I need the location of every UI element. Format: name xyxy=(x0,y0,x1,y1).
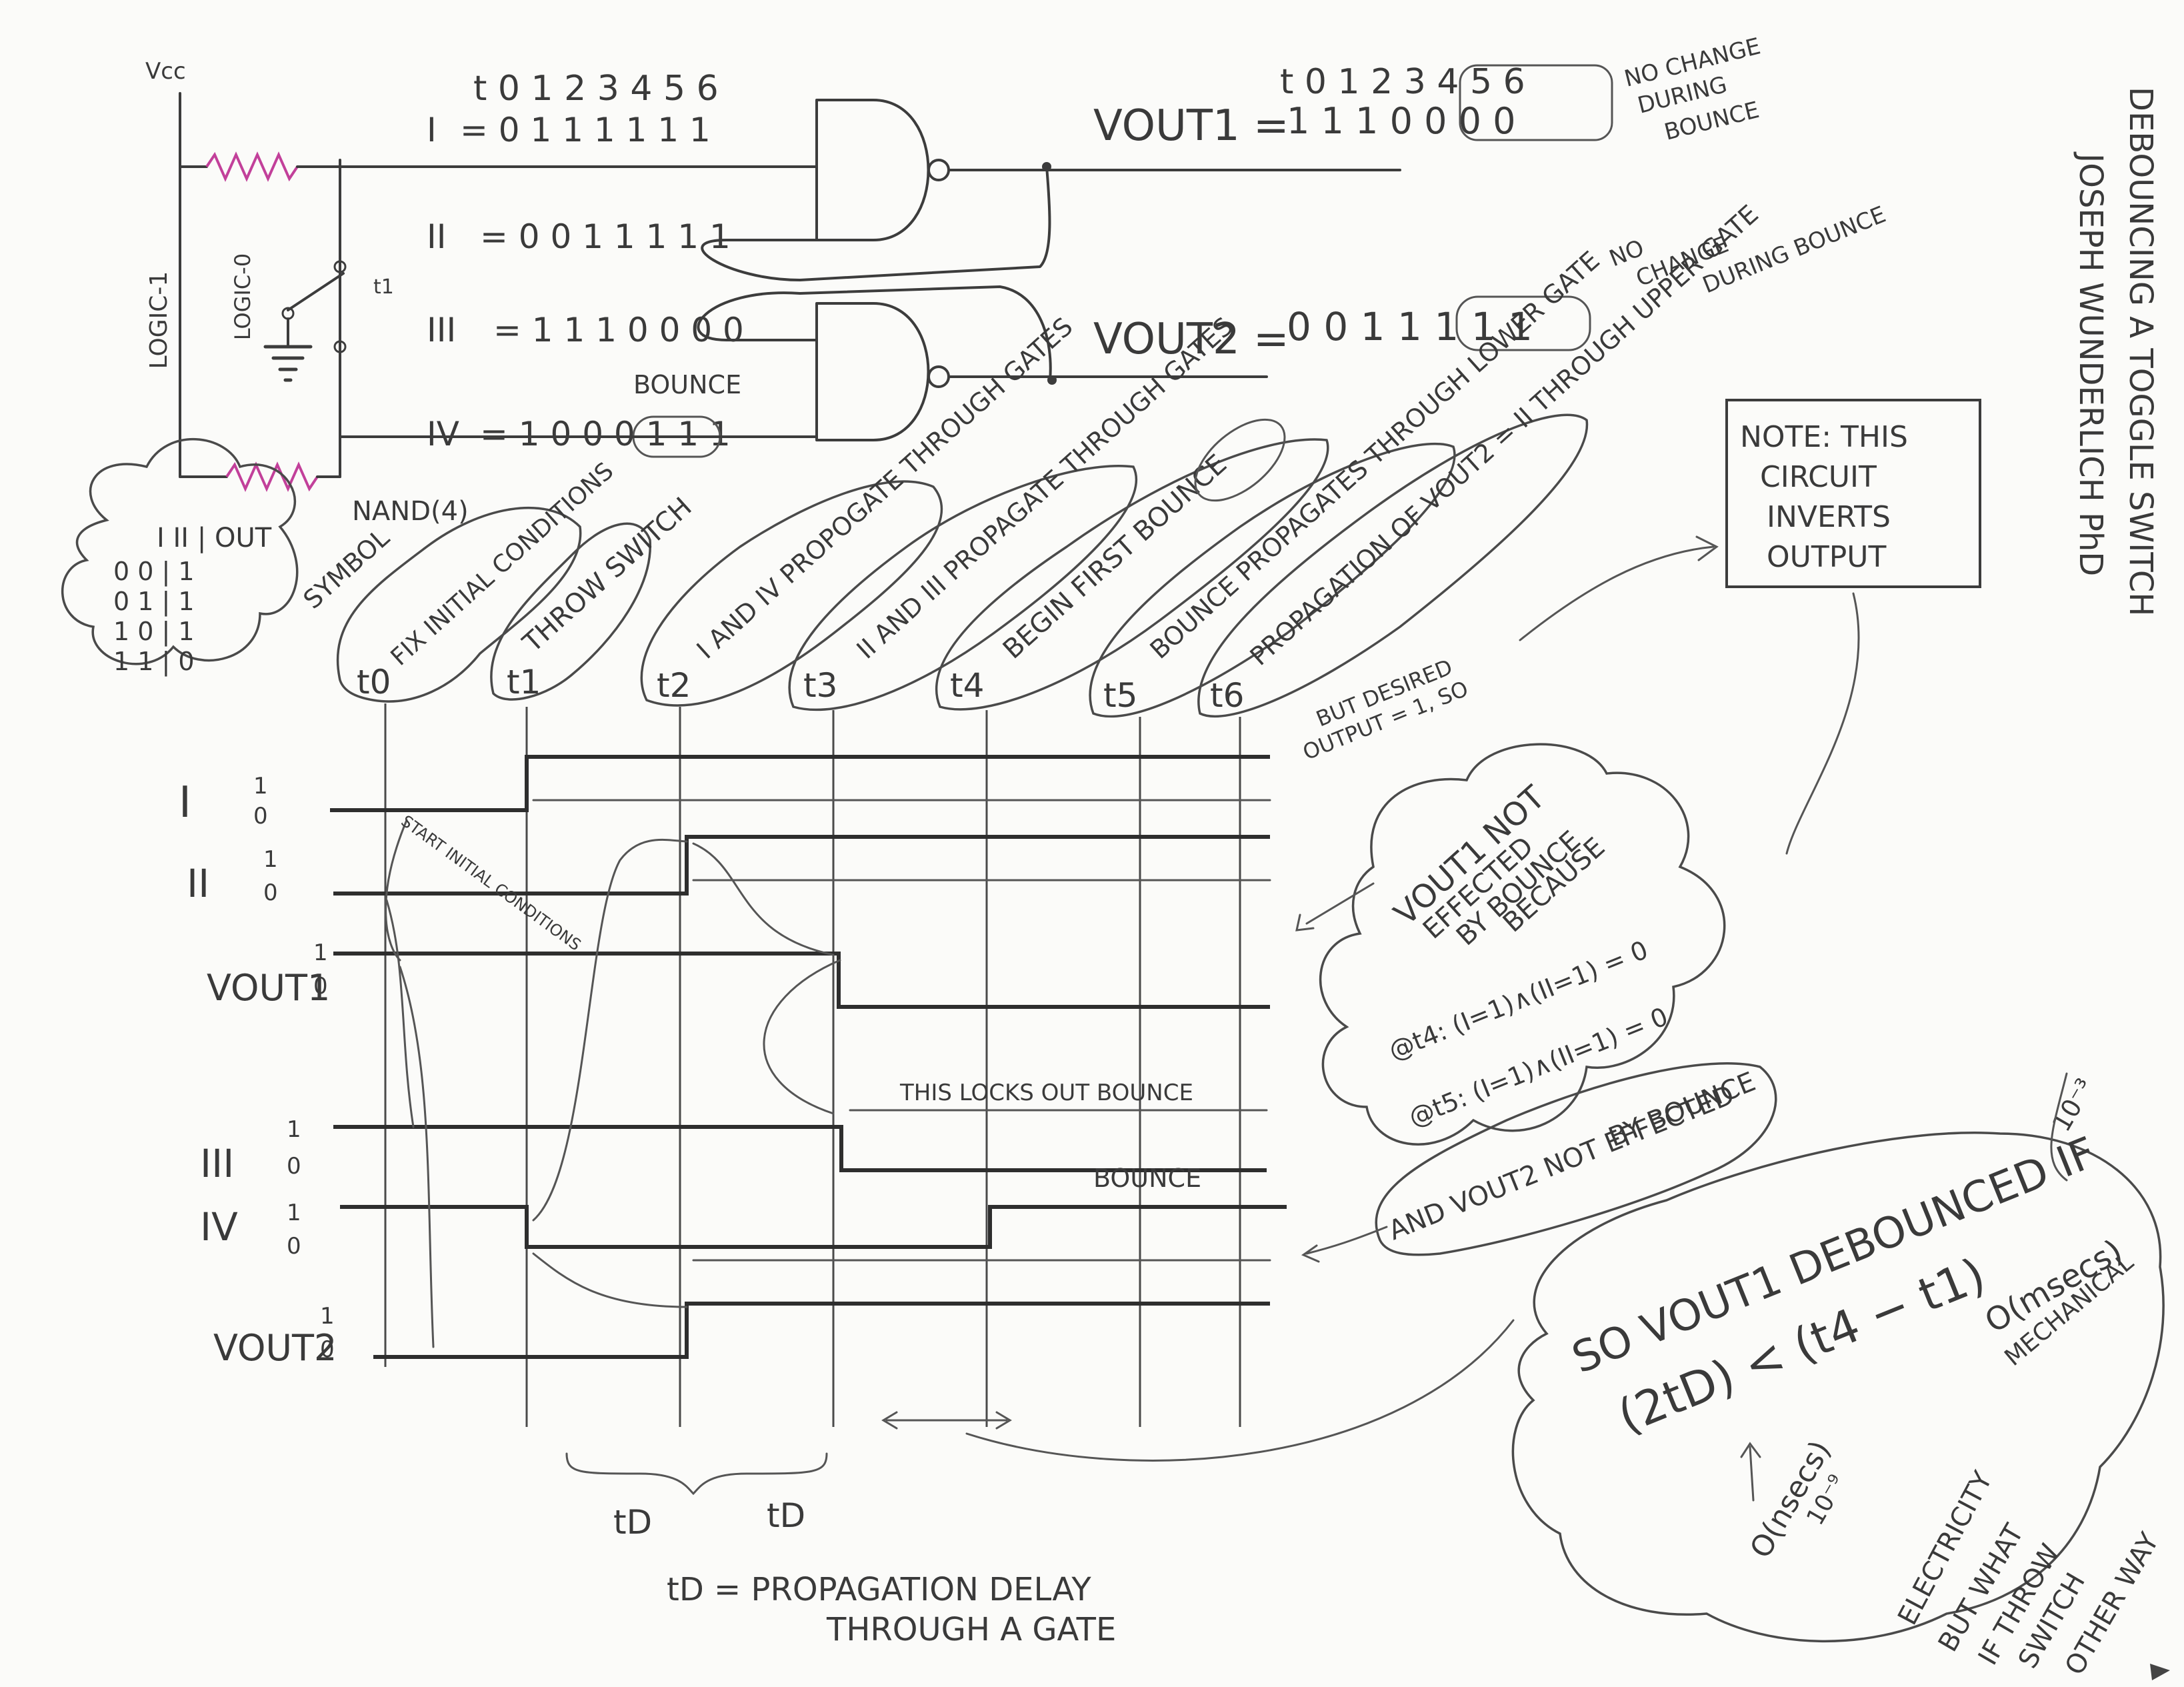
vcc-label: Vcc xyxy=(145,58,186,85)
title-line-2: JOSEPH WUNDERLICH PhD xyxy=(2072,151,2109,576)
td-label-2: tD xyxy=(767,1496,805,1535)
arrow-right-icon xyxy=(2150,1664,2170,1680)
row-iv-lo: 0 xyxy=(287,1233,301,1260)
row-i-lo: 0 xyxy=(253,803,268,829)
event-clouds: t0 FIX INITIAL CONDITIONS t1 THROW SWITC… xyxy=(336,199,1764,718)
switch-circuit: Vcc t1 LOGIC-1 LOGIC-0 xyxy=(145,58,394,492)
waveform-iii xyxy=(333,1125,1267,1172)
note-line-4: OUTPUT xyxy=(1767,540,1886,574)
row-iv-label: IV xyxy=(200,1204,238,1250)
vout1-sequence: VOUT1 = t 0 1 2 3 4 5 6 1 1 1 0 0 0 0 NO… xyxy=(1093,33,1763,151)
row-vout1-hi: 1 xyxy=(313,940,328,966)
nand-gate-lower xyxy=(815,302,1268,441)
timing-diagram: I 1 0 II 1 0 VOUT1 1 0 III 1 0 IV 1 0 VO… xyxy=(179,703,1287,1648)
start-initial-note: START INITIAL CONDITIONS xyxy=(397,811,584,954)
note-box: NOTE: THIS CIRCUIT INVERTS OUTPUT xyxy=(1519,399,1981,855)
nand-gate-upper xyxy=(815,99,1401,241)
truth-row-01: 0 1 | 1 xyxy=(113,587,195,617)
waveform-iv xyxy=(340,1205,1287,1249)
ground-icon xyxy=(263,345,313,382)
row-iv-hi: 1 xyxy=(287,1200,301,1226)
event-t0-label: t0 xyxy=(357,663,391,701)
event-t4-label: t4 xyxy=(950,666,984,705)
row-ii-label: II xyxy=(187,861,209,906)
input-sequences: I = 0 1 1 1 1 1 1 II = 0 0 1 1 1 1 1 III… xyxy=(427,111,744,458)
row-i-label: I xyxy=(179,778,191,827)
waveform-vout1 xyxy=(333,952,1270,1009)
note-line-1: NOTE: THIS xyxy=(1740,420,1908,454)
truth-table-header: I II | OUT xyxy=(157,523,272,553)
desired-output-note: BUT DESIRED OUTPUT = 1, SO xyxy=(1299,654,1472,765)
toggle-switch-blade xyxy=(287,272,345,311)
symbol-label: SYMBOL xyxy=(298,523,395,614)
input-table-header: t 0 1 2 3 4 5 6 xyxy=(473,69,719,109)
footer-question: BUT WHAT IF THROW SWITCH OTHER WAY xyxy=(1933,1519,2170,1680)
row-iii-label: III xyxy=(200,1141,234,1186)
row-i-hi: 1 xyxy=(253,773,268,799)
event-t1-label: t1 xyxy=(507,663,541,701)
pullup-resistor-top xyxy=(205,151,299,182)
vout2-values: 0 0 1 1 1 1 1 xyxy=(1287,304,1533,349)
note-line-2: CIRCUIT xyxy=(1760,460,1877,494)
gate-wiring xyxy=(339,165,1052,438)
vout1-explanation-cloud: VOUT1 NOT EFFECTED BY BOUNCE BECAUSE @t4… xyxy=(1295,743,1726,1146)
vout2-bounce-box xyxy=(1455,295,1591,351)
pullup-resistor-bottom xyxy=(225,461,319,492)
event-t6-label: t6 xyxy=(1210,676,1244,715)
truth-row-10: 1 0 | 1 xyxy=(113,617,195,647)
row-iii-lo: 0 xyxy=(287,1153,301,1180)
row-vout1-label: VOUT1 xyxy=(207,967,330,1009)
vout2-explanation: AND VOUT2 NOT EFFECTED BY BOUNCE xyxy=(1301,1062,1777,1263)
bounce-label: BOUNCE xyxy=(633,370,741,399)
input-iii-label: III xyxy=(427,311,456,349)
vout2-label: VOUT2 = xyxy=(1093,315,1289,364)
waveform-ii xyxy=(333,835,1270,896)
td-definition-2: THROUGH A GATE xyxy=(826,1611,1116,1648)
lockout-label: THIS LOCKS OUT BOUNCE xyxy=(899,1080,1193,1106)
first-bounce-circle xyxy=(1194,418,1286,502)
nand-label: NAND(4) xyxy=(352,496,469,527)
input-iv-label: IV xyxy=(427,415,459,453)
row-vout2-hi: 1 xyxy=(320,1303,335,1330)
logic1-label: LOGIC-1 xyxy=(145,271,173,369)
row-ii-hi: 1 xyxy=(263,846,278,873)
td-definition-1: tD = PROPAGATION DELAY xyxy=(667,1571,1091,1608)
input-iii-sequence: = 1 1 1 0 0 0 0 xyxy=(493,311,744,349)
event-t6-text: PROPAGATION OF VOUT2 = II THROUGH UPPER … xyxy=(1245,199,1764,671)
input-ii-sequence: = 0 0 1 1 1 1 1 xyxy=(480,217,731,256)
row-vout1-lo: 0 xyxy=(313,973,328,1000)
input-i-label: I xyxy=(427,111,437,149)
vout1-bounce-box xyxy=(1459,64,1613,141)
input-iv-sequence: = 1 0 0 0 1 1 1 xyxy=(480,415,731,453)
input-i-sequence: = 0 1 1 1 1 1 1 xyxy=(460,111,711,149)
event-t2-label: t2 xyxy=(657,666,691,705)
event-t5-label: t5 xyxy=(1103,676,1137,715)
event-t3-label: t3 xyxy=(803,666,837,705)
switch-t1-label: t1 xyxy=(373,275,394,299)
row-iii-hi: 1 xyxy=(287,1116,301,1143)
bounce-wave-label: BOUNCE xyxy=(1093,1164,1201,1193)
note-line-3: INVERTS xyxy=(1767,500,1891,534)
input-ii-label: II xyxy=(427,217,447,256)
row-vout2-lo: 0 xyxy=(320,1336,335,1363)
vout1-values: 1 1 1 0 0 0 0 xyxy=(1287,100,1516,142)
row-vout2-label: VOUT2 xyxy=(213,1327,337,1369)
row-ii-lo: 0 xyxy=(263,880,278,906)
truth-row-11: 1 1 | 0 xyxy=(113,647,195,677)
logic0-label: LOGIC-0 xyxy=(230,253,255,340)
waveform-i xyxy=(330,755,1270,812)
waveform-vout2 xyxy=(373,1302,1270,1359)
event-t0-text: FIX INITIAL CONDITIONS xyxy=(386,457,619,671)
title-line-1: DEBOUNCING A TOGGLE SWITCH xyxy=(2122,87,2159,616)
vout1-header: t 0 1 2 3 4 5 6 xyxy=(1280,62,1525,102)
truth-row-00: 0 0 | 1 xyxy=(113,557,195,587)
td-label-1: tD xyxy=(613,1503,652,1542)
vout1-label: VOUT1 = xyxy=(1093,101,1289,151)
